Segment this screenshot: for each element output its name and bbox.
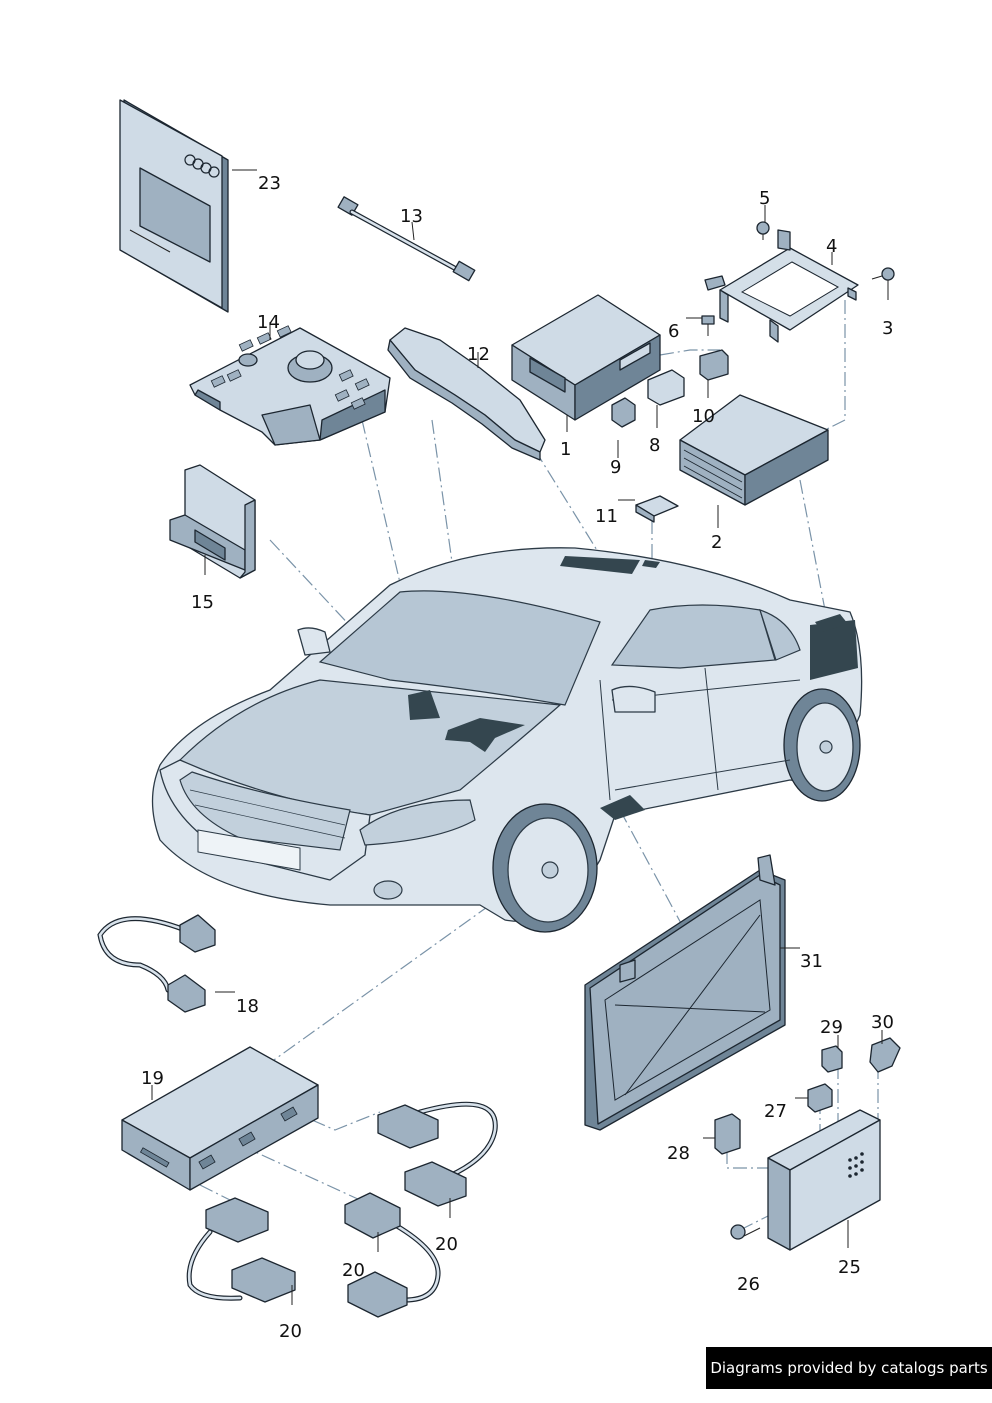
callout-26: 26 — [737, 1274, 760, 1295]
cable-13 — [337, 196, 476, 282]
callout-11: 11 — [595, 506, 618, 527]
callout-25: 25 — [838, 1257, 861, 1278]
callout-15: 15 — [191, 592, 214, 613]
leader-lines — [151, 169, 889, 1305]
callout-14: 14 — [257, 312, 280, 333]
callout-1: 1 — [560, 439, 571, 460]
callout-10: 10 — [692, 406, 715, 427]
callout-20a: 20 — [435, 1234, 458, 1255]
cable-18 — [97, 914, 216, 1013]
callout-23: 23 — [258, 173, 281, 194]
control-panel-14 — [189, 325, 391, 446]
car-body — [151, 547, 863, 933]
callout-8: 8 — [649, 435, 660, 456]
connectors-8-9-10 — [611, 349, 729, 428]
connector-29 — [821, 1045, 843, 1073]
cable-20-left — [186, 1197, 296, 1303]
callout-31: 31 — [800, 951, 823, 972]
callout-2: 2 — [711, 532, 722, 553]
manual-23 — [119, 99, 229, 313]
callout-3: 3 — [882, 318, 893, 339]
callout-30: 30 — [871, 1012, 894, 1033]
radio-unit-1 — [511, 294, 661, 421]
callout-13: 13 — [400, 206, 423, 227]
callout-labels: 1 2 3 4 5 6 8 9 10 11 12 13 14 15 18 19 … — [141, 173, 894, 1342]
module-25 — [767, 1109, 881, 1251]
control-unit-15 — [169, 464, 256, 579]
callout-12: 12 — [467, 344, 490, 365]
trim-strip-12 — [387, 327, 546, 461]
screw-26 — [730, 1224, 761, 1240]
connector-28 — [714, 1113, 741, 1155]
callout-20c: 20 — [279, 1321, 302, 1342]
module-19 — [121, 1046, 319, 1191]
callout-4: 4 — [826, 236, 837, 257]
connector-30 — [869, 1037, 901, 1073]
footer-text: Diagrams provided by catalogs parts — [710, 1359, 988, 1377]
bracket-4 — [704, 229, 859, 343]
screw-5 — [756, 221, 770, 240]
callout-5: 5 — [759, 188, 770, 209]
clip-11 — [635, 495, 679, 523]
bracket-plate-31 — [584, 854, 786, 1131]
callout-27: 27 — [764, 1101, 787, 1122]
screw-3 — [871, 267, 895, 281]
connector-27 — [807, 1083, 833, 1113]
callout-6: 6 — [668, 321, 679, 342]
callout-19: 19 — [141, 1068, 164, 1089]
cable-20-middle — [344, 1192, 441, 1318]
callout-29: 29 — [820, 1017, 843, 1038]
screw-6 — [701, 315, 715, 336]
callout-18: 18 — [236, 996, 259, 1017]
callout-20b: 20 — [342, 1260, 365, 1281]
cable-20-right — [377, 1101, 498, 1207]
callout-9: 9 — [610, 457, 621, 478]
callout-28: 28 — [667, 1143, 690, 1164]
drive-unit-2 — [679, 394, 829, 506]
footer-badge: Diagrams provided by catalogs parts — [706, 1347, 992, 1389]
